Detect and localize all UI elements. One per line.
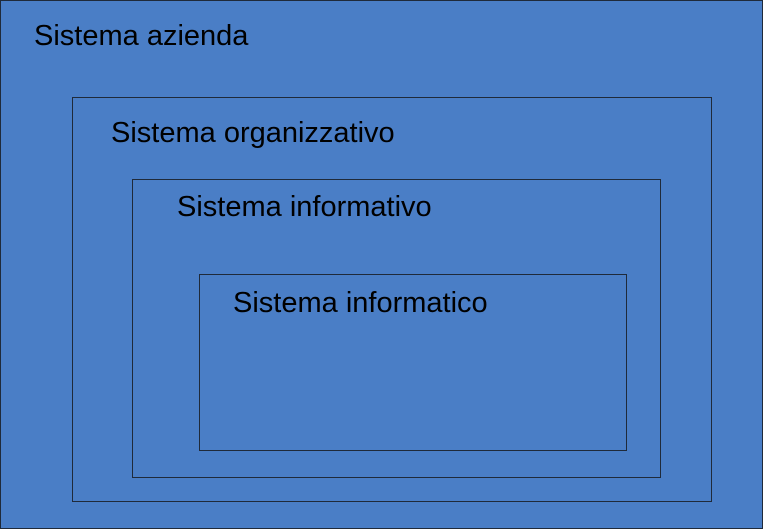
box-sistema-informatico: Sistema informatico (199, 274, 627, 451)
label-sistema-informatico: Sistema informatico (233, 287, 488, 319)
label-sistema-informativo: Sistema informativo (177, 191, 432, 223)
label-sistema-organizzativo: Sistema organizzativo (111, 117, 395, 149)
box-sistema-informativo: Sistema informativo Sistema informatico (132, 179, 661, 478)
label-sistema-azienda: Sistema azienda (34, 20, 249, 52)
box-sistema-organizzativo: Sistema organizzativo Sistema informativ… (72, 97, 712, 502)
